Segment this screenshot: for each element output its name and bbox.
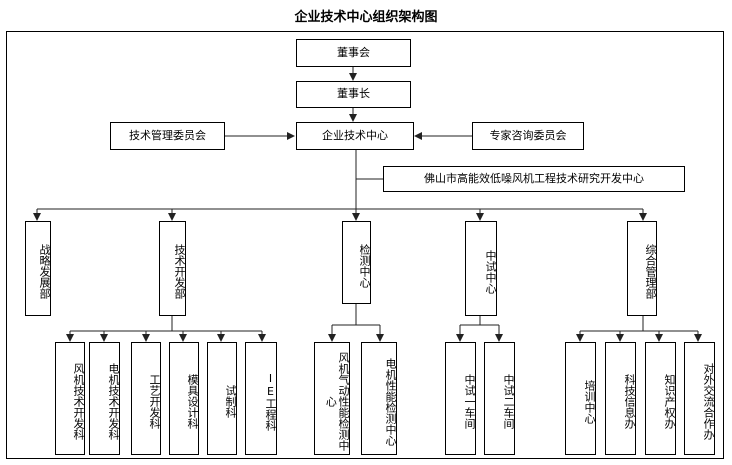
sub-fan-aero-testing: 风机气动性能检测中心 xyxy=(314,342,350,455)
sub-training-center: 培训中心 xyxy=(565,342,596,455)
chart-title: 企业技术中心组织架构图 xyxy=(294,10,438,25)
sub-fan-tech-dev: 风机技术开发科 xyxy=(55,342,85,455)
sub-mold-design: 模具设计科 xyxy=(169,342,199,455)
sub-sci-tech-info-office: 科技信息办 xyxy=(605,342,636,455)
node-tech-center: 企业技术中心 xyxy=(296,122,414,150)
node-tech-committee: 技术管理委员会 xyxy=(110,122,225,150)
sub-motor-tech-dev: 电机技术开发科 xyxy=(89,342,120,455)
sub-external-cooperation-office: 对外交流合作办 xyxy=(684,342,715,455)
sub-ip-office: 知识产权办 xyxy=(645,342,676,455)
node-board: 董事会 xyxy=(296,39,411,67)
node-rd-center: 佛山市高能效低噪风机工程技术研究开发中心 xyxy=(383,166,685,192)
sub-process-dev: 工艺开发科 xyxy=(131,342,161,455)
sub-ie-engineering: IE工程科 xyxy=(245,342,277,455)
diagram-frame xyxy=(6,31,724,459)
dept-testing-center: 检测中心 xyxy=(342,221,371,304)
sub-motor-testing: 电机性能检测中心 xyxy=(361,342,397,455)
sub-trial-production: 试制科 xyxy=(207,342,237,455)
dept-general-admin: 综合管理部 xyxy=(627,221,657,316)
sub-pilot-workshop-1: 中试一车间 xyxy=(445,342,476,455)
dept-strategy: 战略发展部 xyxy=(25,221,51,316)
dept-pilot-center: 中试中心 xyxy=(465,221,497,316)
sub-pilot-workshop-2: 中试二车间 xyxy=(484,342,515,455)
dept-tech-development: 技术开发部 xyxy=(159,221,186,316)
node-expert-committee: 专家咨询委员会 xyxy=(472,122,584,150)
node-chairman: 董事长 xyxy=(296,81,411,108)
